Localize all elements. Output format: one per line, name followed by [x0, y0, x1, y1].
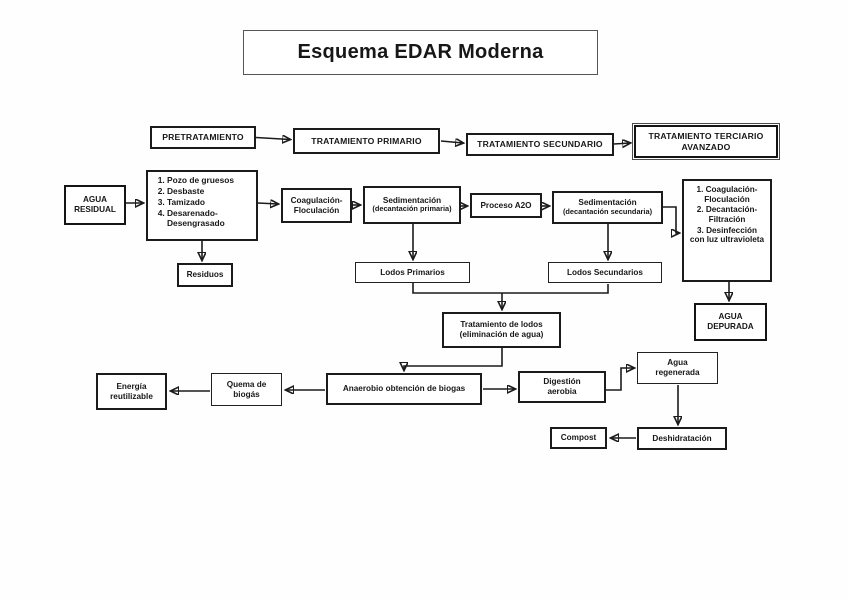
node-digestion-aerobia: Digestión aerobia [518, 371, 606, 403]
list-item: Decantación-Filtración [705, 205, 758, 225]
list-item: Desarenado-Desengrasado [167, 208, 254, 229]
node-quema-biogas: Quema de biogás [211, 373, 282, 406]
node-residuos: Residuos [177, 263, 233, 287]
node-deshidratacion: Deshidratación [637, 427, 727, 450]
node-tratamiento-lodos: Tratamiento de lodos (eliminación de agu… [442, 312, 561, 348]
node-residuos-label: Residuos [186, 270, 224, 280]
node-sedimentacion-primaria-line2: (decantación primaria) [372, 204, 452, 214]
node-deshidratacion-label: Deshidratación [652, 433, 712, 443]
list-item: Coagulación-Floculación [704, 185, 758, 204]
node-digestion-line2: aerobia [547, 387, 577, 396]
node-coagulacion-line1: Coagulación- [290, 195, 343, 205]
node-tratamiento-lodos-line1: Tratamiento de lodos [460, 320, 543, 330]
connector-digestion-agua-regenerada [606, 368, 634, 391]
node-proceso-a2o-label: Proceso A2O [480, 200, 532, 210]
connector-pretratamiento-primario [255, 138, 290, 140]
node-energia-line2: reutilizable [110, 391, 153, 401]
node-tratamiento-secundario: TRATAMIENTO SECUNDARIO [466, 133, 614, 156]
node-coagulacion-line2: Floculación [293, 205, 340, 215]
node-tratamiento-secundario-label: TRATAMIENTO SECUNDARIO [477, 139, 603, 150]
diagram-title-box: Esquema EDAR Moderna [243, 30, 598, 75]
node-lodos-secundarios: Lodos Secundarios [548, 262, 662, 283]
node-sedimentacion-secundaria-line1: Sedimentación [578, 198, 637, 208]
node-compost-label: Compost [560, 433, 597, 443]
node-tratamiento-terciario-line1: TRATAMIENTO TERCIARIO [648, 131, 764, 142]
node-agua-regenerada: Agua regenerada [637, 352, 718, 384]
list-item: Desbaste [167, 186, 254, 197]
connector-sedsecundaria-terciario-detalle [663, 206, 679, 233]
node-sedimentacion-secundaria-line2: (decantación secundaria) [562, 206, 653, 216]
connector-detalle-coagulacion [257, 203, 278, 204]
node-quema-biogas-line1: Quema de [226, 379, 267, 389]
node-agua-residual-line1: AGUA [82, 195, 108, 205]
list-item: Tamizado [167, 197, 254, 208]
connector-primario-secundario [440, 141, 463, 143]
node-quema-biogas-line2: biogás [233, 389, 260, 399]
node-tratamiento-terciario-line2: AVANZADO [681, 141, 731, 152]
node-anaerobio-label: Anaerobio obtención de biogas [342, 384, 466, 394]
node-compost: Compost [550, 427, 607, 449]
node-digestion-line1: Digestión [543, 377, 581, 387]
node-anaerobio-biogas: Anaerobio obtención de biogas [326, 373, 482, 405]
diagram-title: Esquema EDAR Moderna [297, 40, 544, 63]
node-agua-regenerada-line2: regenerada [655, 368, 700, 377]
node-pretratamiento: PRETRATAMIENTO [150, 126, 256, 149]
pretratamiento-detalle-list: Pozo de gruesos Desbaste Tamizado Desare… [152, 175, 254, 230]
node-coagulacion-floculacion: Coagulación- Floculación [281, 188, 352, 223]
connector-tratamiento-lodos-anaerobio [404, 348, 503, 370]
node-sedimentacion-primaria: Sedimentación (decantación primaria) [363, 186, 461, 224]
node-terciario-detalle: Coagulación-Floculación Decantación-Filt… [682, 179, 772, 282]
node-lodos-secundarios-label: Lodos Secundarios [567, 267, 643, 277]
node-lodos-primarios: Lodos Primarios [355, 262, 470, 283]
node-agua-depurada: AGUA DEPURADA [694, 303, 767, 341]
node-agua-regenerada-line1: Agua [667, 358, 688, 368]
node-agua-residual-line2: RESIDUAL [74, 205, 116, 214]
list-item: Pozo de gruesos [167, 175, 254, 186]
node-proceso-a2o: Proceso A2O [470, 193, 542, 218]
node-pretratamiento-detalle: Pozo de gruesos Desbaste Tamizado Desare… [146, 170, 258, 241]
node-pretratamiento-label: PRETRATAMIENTO [162, 132, 244, 143]
connector-lodos-merge [412, 283, 609, 294]
node-lodos-primarios-label: Lodos Primarios [380, 267, 445, 277]
node-agua-depurada-line2: DEPURADA [707, 322, 754, 331]
node-sedimentacion-secundaria: Sedimentación (decantación secundaria) [552, 191, 663, 224]
node-energia-line1: Energía [116, 381, 147, 391]
node-energia-reutilizable: Energía reutilizable [96, 373, 167, 410]
node-tratamiento-lodos-line2: (eliminación de agua) [459, 330, 544, 339]
connector-secundario-terciario [613, 143, 630, 144]
node-agua-depurada-line1: AGUA [718, 312, 743, 322]
list-item: Desinfección con luz ultravioleta [689, 225, 765, 245]
node-sedimentacion-primaria-line1: Sedimentación [382, 195, 442, 205]
node-tratamiento-terciario: TRATAMIENTO TERCIARIO AVANZADO [632, 123, 780, 160]
terciario-detalle-list: Coagulación-Floculación Decantación-Filt… [686, 185, 768, 246]
node-tratamiento-primario: TRATAMIENTO PRIMARIO [293, 128, 440, 154]
node-agua-residual: AGUA RESIDUAL [64, 185, 126, 225]
node-tratamiento-primario-label: TRATAMIENTO PRIMARIO [311, 135, 422, 146]
